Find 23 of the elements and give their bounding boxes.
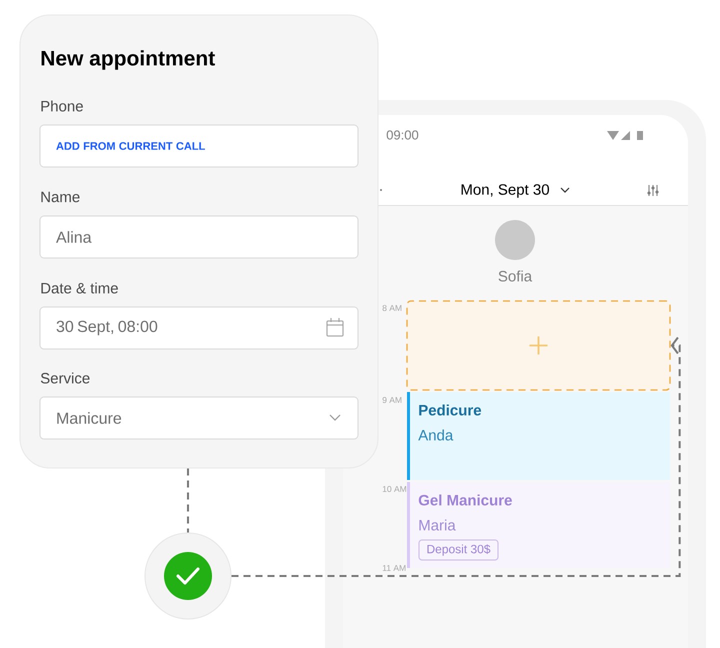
field-label: Service <box>40 372 90 384</box>
connector-arrow <box>232 336 681 577</box>
staff-name: Sofia <box>498 270 532 282</box>
date-header: Mon, Sept 30 <box>462 184 549 198</box>
card-title: New appointment <box>42 50 215 70</box>
status-time: 09:00 <box>386 130 418 140</box>
time-label: 10 AM <box>382 486 406 492</box>
time-label: 11 AM <box>382 565 406 571</box>
deposit-badge: Deposit 30$ <box>418 540 498 560</box>
empty-slot <box>406 300 671 391</box>
field-label: Date & time <box>41 282 118 294</box>
appointment-title: Pedicure <box>419 404 482 416</box>
field-label: Name <box>41 192 80 202</box>
input-field: Alina <box>40 216 358 258</box>
time-label: 9 AM <box>382 397 402 403</box>
input-field: ADD FROM CURRENT CALL <box>40 124 358 168</box>
time-label: 8 AM <box>382 305 402 311</box>
appointment-title: Gel Manicure <box>418 494 512 506</box>
input-field: 30 Sept, 08:00 <box>40 306 358 350</box>
client-name: Anda <box>418 430 454 440</box>
client-name: Maria <box>419 520 456 530</box>
input-field: Manicure <box>40 396 358 440</box>
field-label: Phone <box>41 100 83 112</box>
